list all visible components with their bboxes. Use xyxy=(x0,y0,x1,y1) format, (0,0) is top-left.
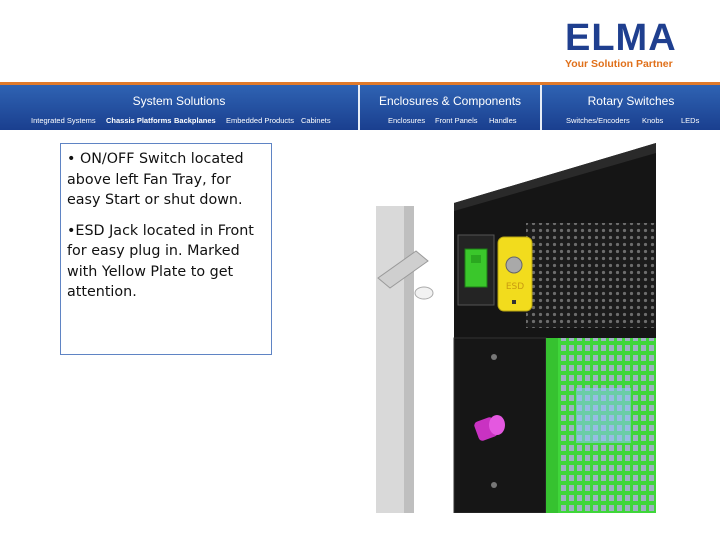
header-accent-line xyxy=(0,82,720,85)
vent-grid xyxy=(526,223,656,328)
nav-item-cabinets[interactable]: Cabinets xyxy=(301,116,331,125)
rack-side-edge xyxy=(404,206,414,513)
nav-item-leds[interactable]: LEDs xyxy=(681,116,700,125)
bullet-esd-jack: •ESD Jack located in Front for easy plug… xyxy=(67,222,254,301)
handle-screw xyxy=(414,286,434,300)
esd-yellow-plate xyxy=(497,236,533,312)
bullet-on-off-switch: • ON/OFF Switch located above left Fan T… xyxy=(67,151,244,208)
description-box: • ON/OFF Switch located above left Fan T… xyxy=(60,143,272,355)
nav-section-title[interactable]: Rotary Switches xyxy=(587,94,675,108)
nav-divider xyxy=(540,85,542,130)
nav-item-switches-encoders[interactable]: Switches/Encoders xyxy=(566,116,630,125)
brand-name: ELMA xyxy=(565,17,677,59)
main-nav-bar: System Solutions Integrated Systems Chas… xyxy=(0,85,720,130)
on-off-switch xyxy=(464,248,488,288)
handle-bar xyxy=(377,250,429,289)
nav-section-title[interactable]: System Solutions xyxy=(132,94,226,108)
magenta-knob-cap xyxy=(489,415,505,435)
brand-tagline: Your Solution Partner xyxy=(565,58,673,70)
nav-section-rotary-switches: Rotary Switches Switches/Encoders Knobs … xyxy=(542,85,720,130)
elma-logo: ELMA Your Solution Partner xyxy=(565,18,685,70)
nav-item-knobs[interactable]: Knobs xyxy=(642,116,664,125)
rack-side-panel xyxy=(376,206,404,513)
esd-jack xyxy=(505,256,523,274)
nav-divider xyxy=(358,85,360,130)
nav-item-front-panels[interactable]: Front Panels xyxy=(435,116,478,125)
nav-section-system-solutions: System Solutions Integrated Systems Chas… xyxy=(0,85,358,130)
nav-item-backplanes[interactable]: Backplanes xyxy=(174,116,216,125)
fan-window xyxy=(576,388,631,443)
nav-item-chassis-platforms[interactable]: Chassis Platforms xyxy=(106,116,172,125)
nav-item-embedded-products[interactable]: Embedded Products xyxy=(226,116,294,125)
chassis-front-photo: ESD xyxy=(376,143,656,513)
nav-item-integrated-systems[interactable]: Integrated Systems xyxy=(31,116,96,125)
nav-item-handles[interactable]: Handles xyxy=(489,116,517,125)
nav-section-title[interactable]: Enclosures & Components xyxy=(378,94,522,108)
nav-section-enclosures: Enclosures & Components Enclosures Front… xyxy=(360,85,540,130)
nav-item-enclosures[interactable]: Enclosures xyxy=(388,116,426,125)
esd-plate-label: ESD xyxy=(506,282,524,292)
